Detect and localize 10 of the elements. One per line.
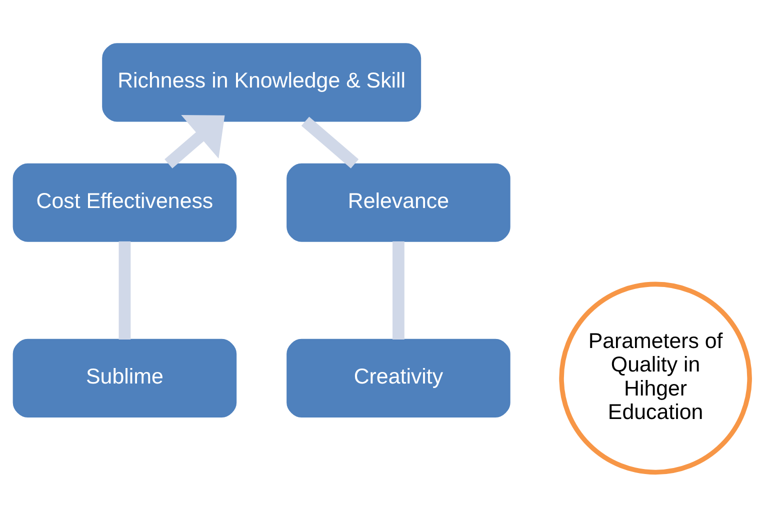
connector: [301, 116, 359, 168]
node-box: Richness in Knowledge & Skill: [102, 42, 422, 122]
node-box: Sublime: [12, 338, 237, 417]
node-box: Relevance: [286, 162, 510, 242]
node-box: Creativity: [286, 338, 510, 417]
arrow: [164, 114, 225, 168]
node-box: Cost Effectiveness: [12, 162, 237, 242]
connector: [392, 240, 404, 340]
connector: [118, 240, 131, 340]
node-circle: Parameters of Quality in Hihger Education: [559, 281, 752, 474]
